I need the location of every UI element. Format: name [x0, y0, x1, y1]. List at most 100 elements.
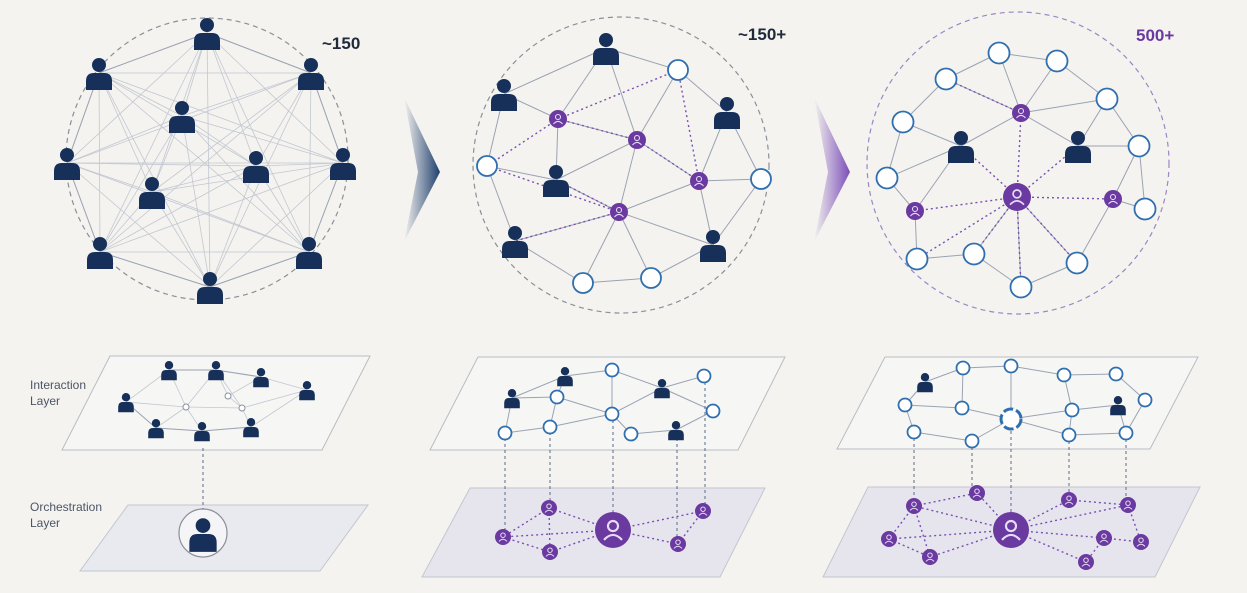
- network-link: [962, 365, 1012, 369]
- network-link: [181, 72, 312, 117]
- person-icon: [243, 151, 269, 183]
- network-link: [151, 191, 310, 253]
- group-boundary-3: [866, 11, 1170, 315]
- person-icon: [1065, 131, 1091, 163]
- orchestrator-node-icon: [922, 549, 938, 565]
- network-link: [1016, 196, 1078, 264]
- network-link: [904, 404, 963, 409]
- network-link: [511, 375, 566, 399]
- network-link: [888, 529, 1012, 540]
- agent-node-icon: [1118, 425, 1134, 441]
- network-link: [206, 32, 344, 164]
- network-link: [241, 389, 308, 409]
- network-link: [1063, 373, 1117, 376]
- group-boundary-2: [472, 16, 770, 314]
- network-link: [260, 376, 308, 391]
- network-link: [99, 115, 183, 253]
- panel-3-count-label: 500+: [1136, 26, 1174, 45]
- orchestrator-node-icon: [1003, 183, 1031, 211]
- network-link: [250, 389, 308, 428]
- orchestrator-node-icon: [690, 172, 708, 190]
- network-link: [99, 72, 312, 253]
- interaction-plane-2: [429, 356, 786, 451]
- orchestrator-node-icon: [495, 529, 511, 545]
- person-icon: [197, 272, 223, 304]
- network-link: [125, 401, 187, 408]
- network-link: [913, 431, 973, 442]
- orchestrator-node-icon: [1120, 497, 1136, 513]
- network-link: [618, 180, 700, 213]
- network-link: [945, 78, 1022, 114]
- network-link: [630, 429, 677, 435]
- agent-node-icon: [962, 242, 986, 266]
- agent-node-icon: [906, 424, 922, 440]
- network-link: [636, 139, 700, 182]
- orchestrator-node-icon: [541, 500, 557, 516]
- person-icon: [543, 165, 569, 197]
- agent-node-icon: [1065, 251, 1089, 275]
- network-link: [1076, 198, 1114, 264]
- agent-node-icon: [954, 400, 970, 416]
- agent-node-icon: [705, 403, 721, 419]
- network-link: [582, 277, 652, 284]
- agent-node-icon: [623, 426, 639, 442]
- orchestrator-node-icon: [1012, 104, 1030, 122]
- person-icon: [502, 226, 528, 258]
- network-link: [99, 32, 208, 253]
- agent-node-icon: [905, 247, 929, 271]
- agent-node-icon: [934, 67, 958, 91]
- agent-node-icon: [999, 407, 1023, 431]
- network-link: [503, 47, 607, 95]
- agent-node-icon: [1056, 367, 1072, 383]
- network-link: [255, 162, 344, 167]
- person-icon: [330, 148, 356, 180]
- agent-node-icon: [891, 110, 915, 134]
- network-link: [215, 369, 262, 378]
- person-icon: [948, 131, 974, 163]
- network-link: [209, 165, 257, 288]
- network-link: [564, 369, 613, 377]
- network-link: [185, 406, 243, 409]
- arrow-right-icon: [814, 97, 850, 242]
- network-link: [151, 165, 257, 193]
- person-icon: [491, 79, 517, 111]
- network-link: [98, 72, 183, 117]
- junction-dot: [182, 403, 190, 411]
- network-link: [181, 115, 344, 164]
- network-link: [618, 139, 638, 213]
- network-link: [618, 211, 652, 279]
- orchestration-plane-2: [421, 487, 766, 578]
- network-nodes: [54, 18, 1157, 570]
- network-link: [66, 162, 310, 253]
- person-icon: [714, 97, 740, 129]
- agent-node-icon: [1061, 427, 1077, 443]
- agent-node-icon: [640, 267, 662, 289]
- network-links: [66, 32, 1146, 563]
- person-icon: [593, 33, 619, 65]
- orchestrator-node-icon: [906, 498, 922, 514]
- network-link: [913, 492, 978, 507]
- network-link: [66, 162, 211, 288]
- network-link: [677, 69, 700, 182]
- orchestrator-node-icon: [1078, 554, 1094, 570]
- network-circles: [65, 11, 1170, 558]
- agent-node-icon: [955, 360, 971, 376]
- interaction-layer-label-line-2: Layer: [30, 394, 60, 408]
- agent-node-icon: [542, 419, 558, 435]
- agent-node-icon: [897, 397, 913, 413]
- transition-arrows: [404, 97, 850, 242]
- agent-node-icon: [604, 406, 620, 422]
- orchestrator-node-icon: [1096, 530, 1112, 546]
- network-link: [308, 72, 312, 253]
- panel-2-count-label: ~150+: [738, 25, 786, 44]
- network-link: [1010, 529, 1087, 563]
- network-link: [511, 396, 558, 399]
- network-link: [486, 165, 557, 181]
- network-link: [514, 211, 620, 242]
- orchestrator-node-icon: [969, 485, 985, 501]
- orchestration-layer-label-line-1: Orchestration: [30, 500, 102, 514]
- person-icon: [700, 230, 726, 262]
- person-icon: [298, 58, 324, 90]
- agent-node-icon: [667, 59, 689, 81]
